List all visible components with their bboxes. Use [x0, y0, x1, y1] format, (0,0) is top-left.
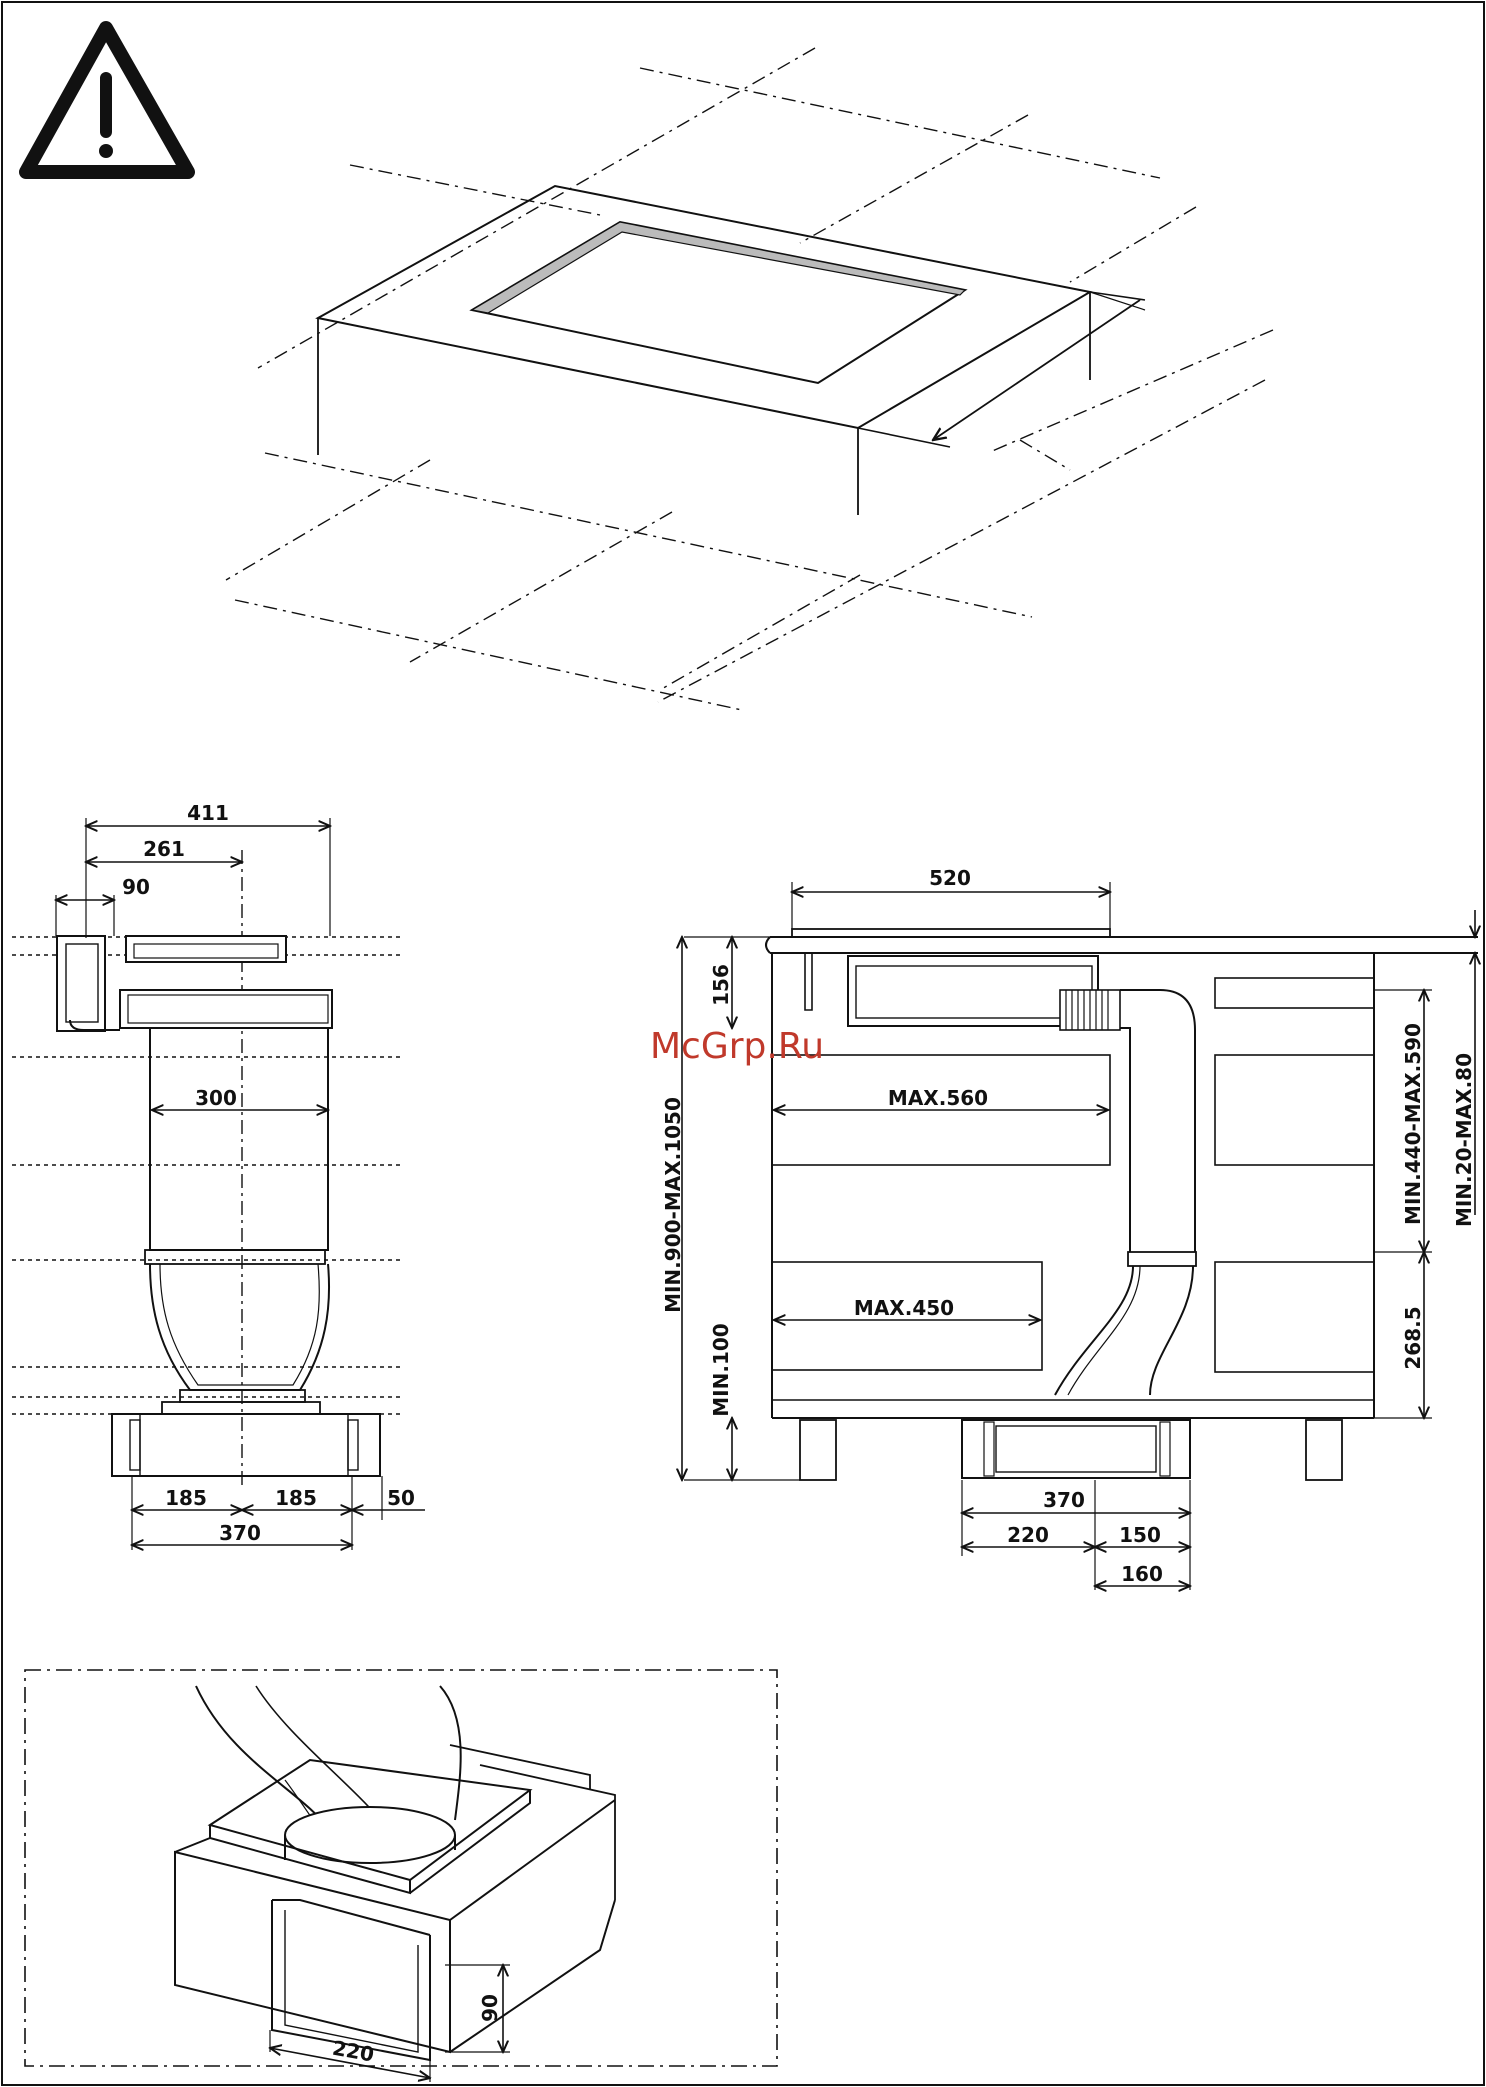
- dim-411: 411: [187, 801, 229, 825]
- warning-triangle-icon: [26, 28, 188, 172]
- dim-50: 50: [387, 1486, 415, 1510]
- dim-261: 261: [143, 837, 185, 861]
- dim-150: 150: [1119, 1523, 1161, 1547]
- dim-90: 90: [122, 875, 150, 899]
- dim-90-detail: 90: [478, 1994, 502, 2022]
- countertop-cutout-view: [226, 48, 1273, 710]
- detail-view: [25, 1670, 777, 2082]
- side-view: [12, 818, 425, 1550]
- dim-220-front: 220: [1007, 1523, 1049, 1547]
- dim-min20-max80: MIN.20-MAX.80: [1452, 1053, 1476, 1227]
- dim-156: 156: [709, 964, 733, 1006]
- dim-370-front: 370: [1043, 1488, 1085, 1512]
- dim-min440-max590: MIN.440-MAX.590: [1401, 1023, 1425, 1225]
- front-view: [682, 882, 1478, 1590]
- dim-185-right: 185: [275, 1486, 317, 1510]
- dim-min100: MIN.100: [709, 1323, 733, 1416]
- watermark: McGrp.Ru: [650, 1026, 824, 1067]
- dim-max560: MAX.560: [888, 1086, 988, 1110]
- detail-view-labels: 220 90: [331, 1994, 502, 2066]
- dim-max450: MAX.450: [854, 1296, 954, 1320]
- dim-160: 160: [1121, 1562, 1163, 1586]
- dim-268-5: 268.5: [1401, 1306, 1425, 1369]
- dim-220-detail: 220: [331, 2036, 376, 2067]
- dim-520: 520: [929, 866, 971, 890]
- dim-min900-max1050: MIN.900-MAX.1050: [661, 1097, 685, 1313]
- dim-370: 370: [219, 1521, 261, 1545]
- dim-300: 300: [195, 1086, 237, 1110]
- side-view-labels: 411 261 90 300 185 185 50 370: [122, 801, 415, 1545]
- dim-185-left: 185: [165, 1486, 207, 1510]
